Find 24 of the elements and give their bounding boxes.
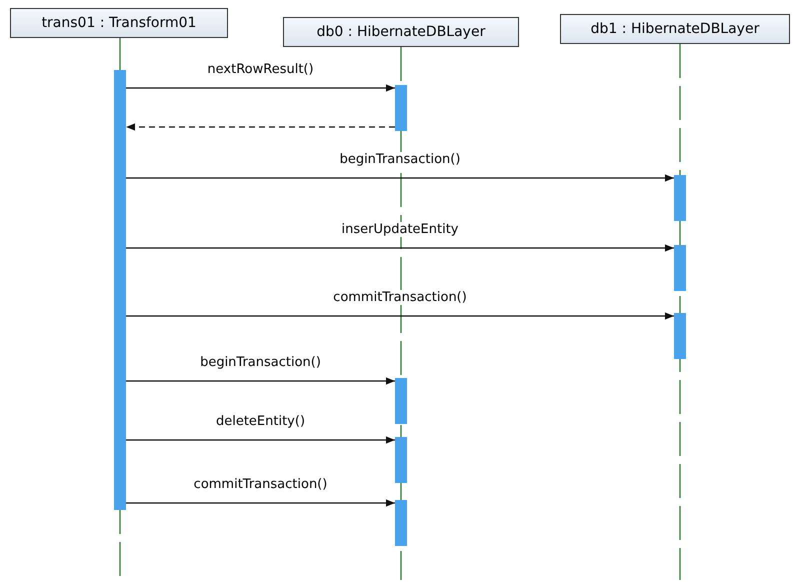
activation-bar (395, 378, 407, 424)
activation-bar (395, 85, 407, 131)
message-arrow (126, 312, 674, 320)
message-label: beginTransaction() (338, 152, 462, 167)
activation-bar (395, 437, 407, 483)
activation-bar (674, 245, 686, 291)
message-label: inserUpdateEntity (340, 222, 460, 237)
message-label: beginTransaction() (198, 355, 323, 370)
activation-bar (674, 313, 686, 359)
message-label: commitTransaction() (192, 477, 330, 492)
activation-bar (395, 500, 407, 546)
lifeline-header: trans01 : Transform01 (10, 8, 228, 38)
lifeline-header: db1 : HibernateDBLayer (560, 14, 790, 44)
message-arrow (126, 244, 674, 252)
message-arrow (126, 123, 395, 131)
message-arrow (126, 436, 395, 444)
message-arrow (126, 174, 674, 182)
message-arrow (126, 377, 395, 385)
lifeline-header: db0 : HibernateDBLayer (283, 17, 519, 47)
message-arrow (126, 84, 395, 92)
activation-bar (674, 175, 686, 221)
message-label: commitTransaction() (331, 290, 469, 305)
activation-bar (114, 70, 126, 510)
message-arrow (126, 499, 395, 507)
